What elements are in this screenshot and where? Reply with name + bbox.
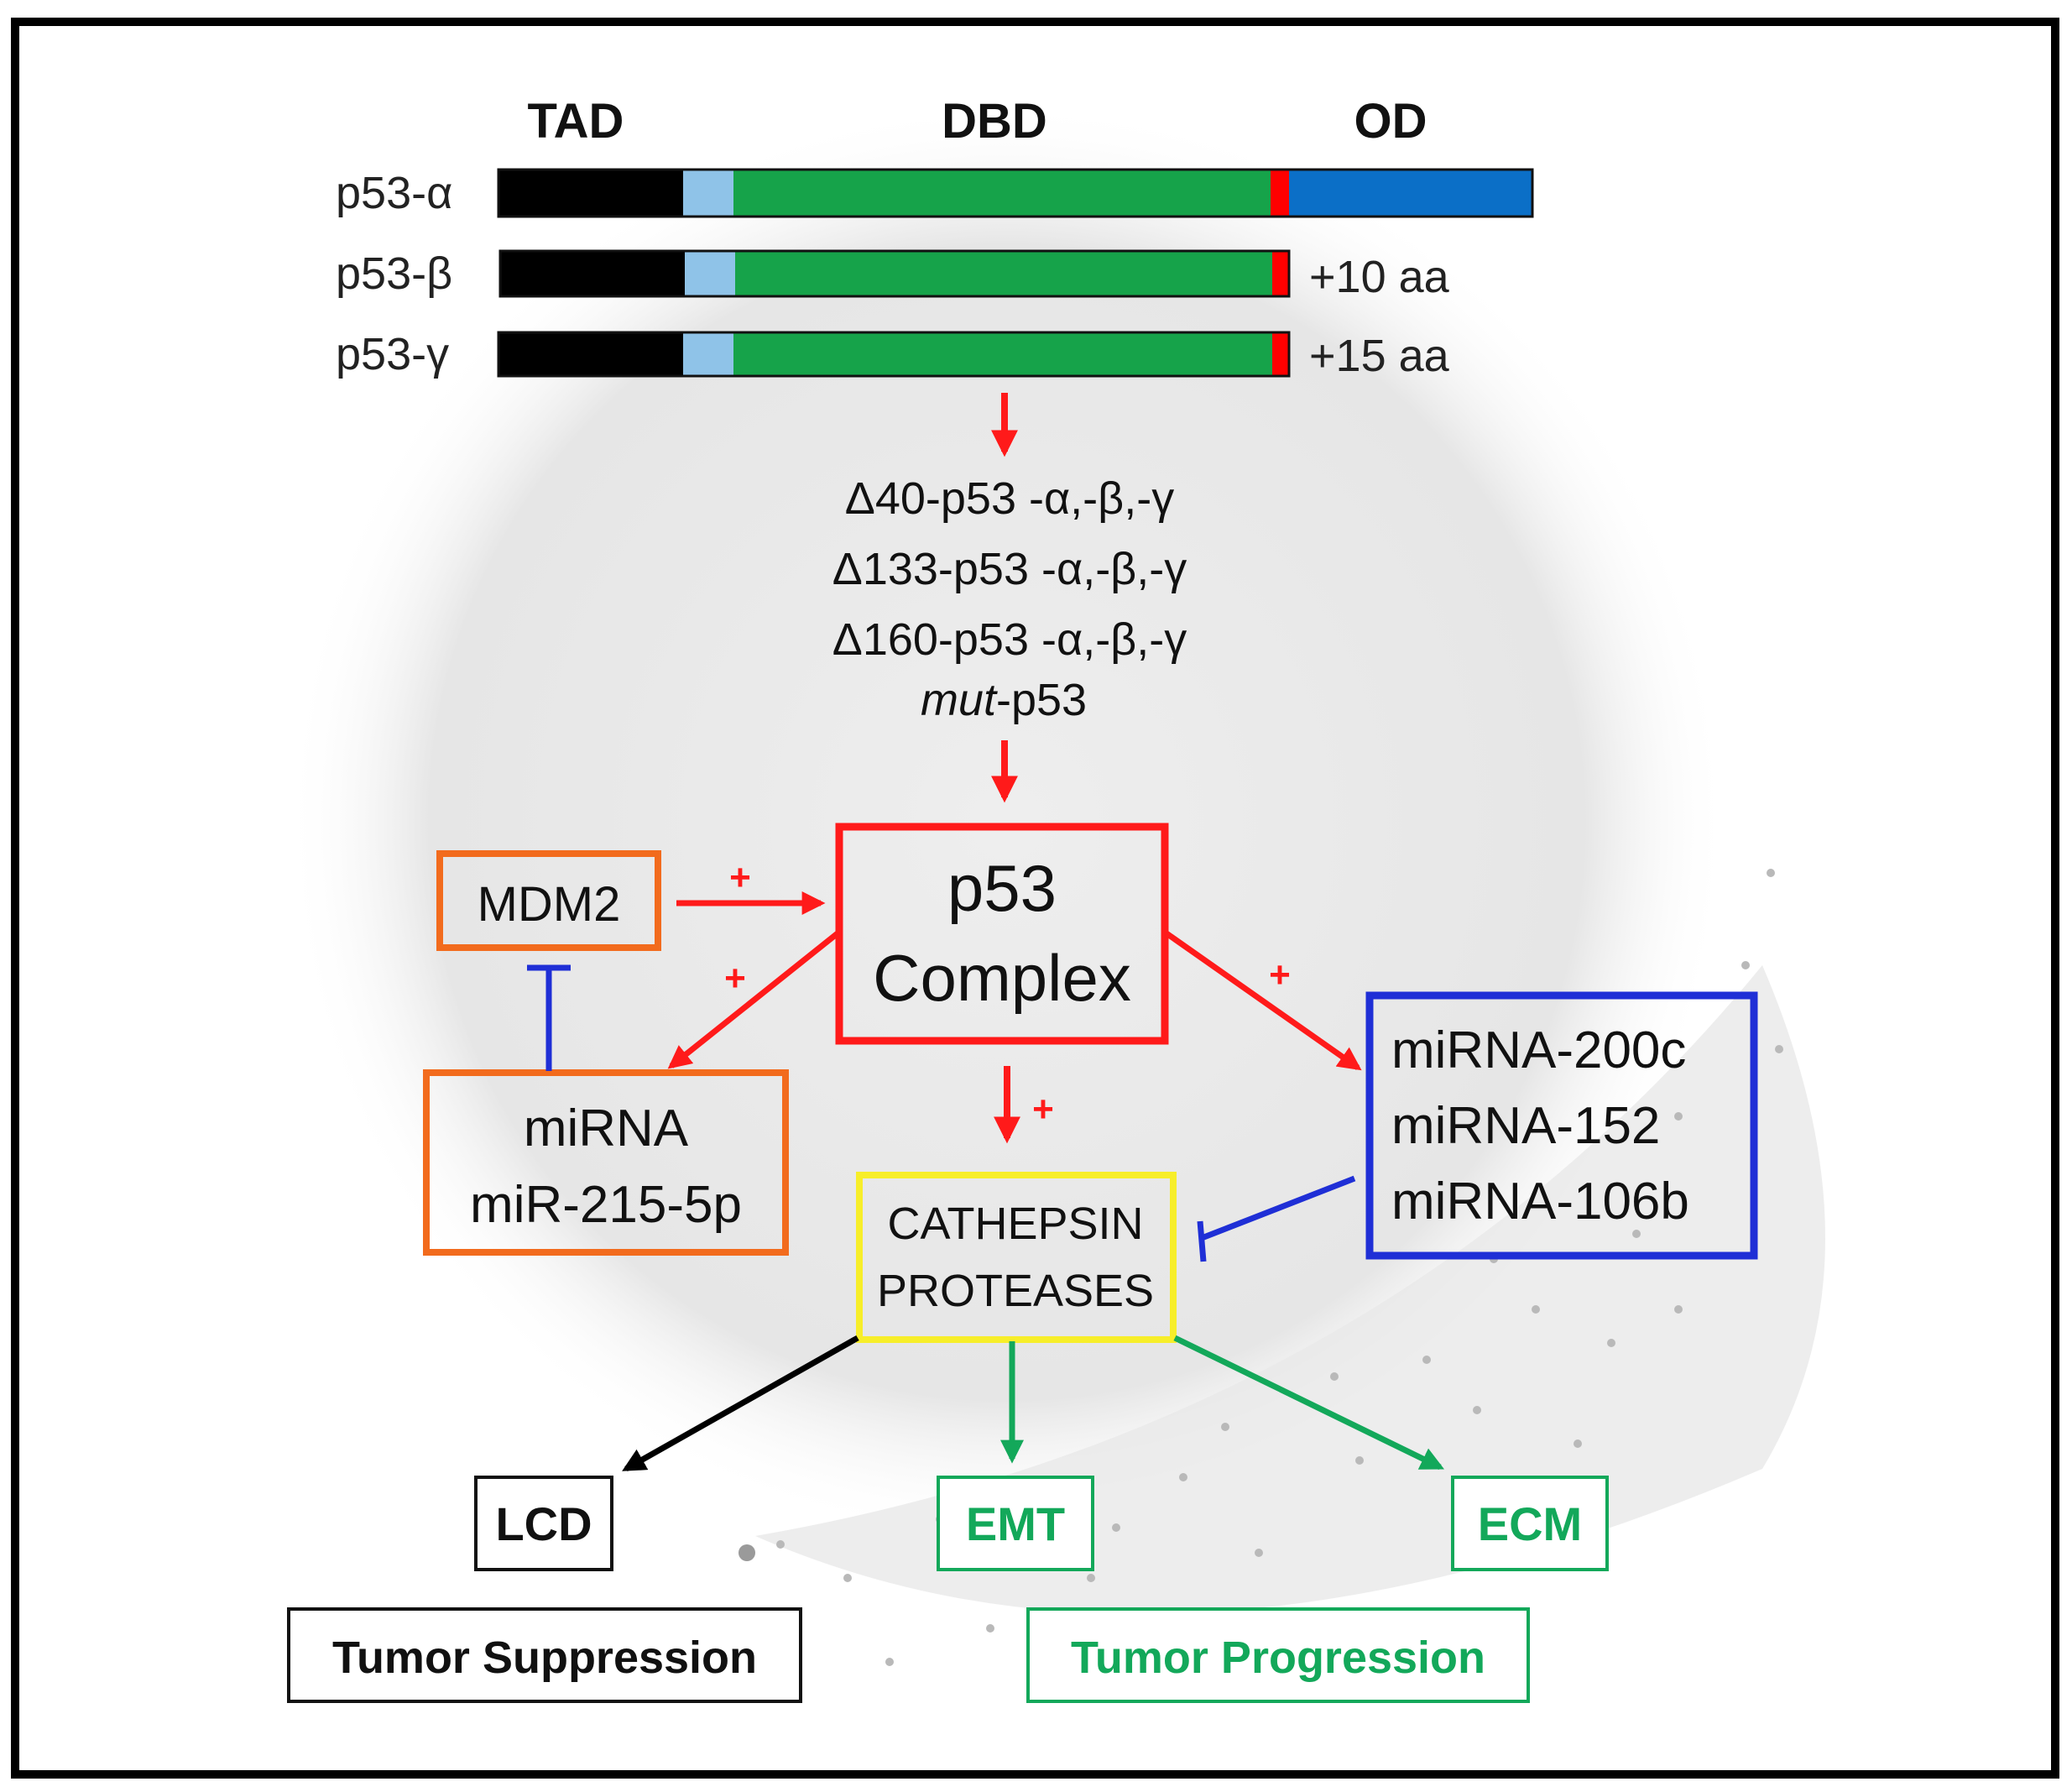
mirna-left-box xyxy=(423,1069,789,1256)
mirna-right-box xyxy=(1365,991,1758,1260)
mirna-right-line2: miRNA-152 xyxy=(1391,1097,1660,1155)
cathepsin-box xyxy=(856,1172,1177,1343)
isoform-label-gamma: p53-γ xyxy=(336,329,449,379)
domain-label-tad: TAD xyxy=(528,94,624,149)
domain-label-dbd: DBD xyxy=(942,94,1047,149)
arrow-cathepsin-to-lcd xyxy=(622,1335,859,1472)
mirna-right-line1: miRNA-200c xyxy=(1391,1021,1686,1079)
variant-delta160: Δ160-p53 -α,-β,-γ xyxy=(832,614,1187,665)
isoform-suffix-gamma: +15 aa xyxy=(1309,331,1450,381)
plus-sign-mdm2: + xyxy=(729,857,751,898)
tumor-suppression-label: Tumor Suppression xyxy=(332,1633,757,1683)
domain-label-od: OD xyxy=(1354,94,1427,149)
ecm-box xyxy=(1451,1476,1609,1571)
cathepsin-line1: CATHEPSIN xyxy=(887,1199,1143,1249)
mdm2-label: MDM2 xyxy=(478,877,621,932)
mirna-left-line1: miRNA xyxy=(524,1100,689,1157)
plus-sign-mirna-left: + xyxy=(724,958,746,999)
isoform-label-alpha: p53-α xyxy=(336,168,452,218)
tumor-progression-box xyxy=(1026,1607,1530,1703)
variant-delta133: Δ133-p53 -α,-β,-γ xyxy=(832,544,1187,594)
tumor-progression-label: Tumor Progression xyxy=(1071,1633,1485,1683)
arrow-complex-to-mirna-left xyxy=(667,931,840,1069)
variant-mutant: mut-p53 xyxy=(921,675,1087,725)
isoform-bar-beta xyxy=(498,249,1291,298)
arrow-complex-to-mirna-right xyxy=(1164,931,1362,1071)
ecm-label: ECM xyxy=(1478,1497,1582,1550)
lcd-label: LCD xyxy=(495,1497,592,1550)
mirna-left-line2: miR-215-5p xyxy=(470,1176,742,1234)
p53-complex-line1: p53 xyxy=(947,851,1057,925)
variant-delta40: Δ40-p53 -α,-β,-γ xyxy=(845,473,1174,524)
arrow-cathepsin-to-ecm xyxy=(1173,1335,1445,1471)
isoform-label-beta: p53-β xyxy=(336,248,452,299)
inhibition-mirna-to-mdm2 xyxy=(527,964,571,1071)
isoform-bar-alpha xyxy=(497,168,1534,218)
isoform-suffix-beta: +10 aa xyxy=(1309,252,1450,302)
plus-sign-mirna-right: + xyxy=(1269,954,1291,995)
mdm2-box xyxy=(436,850,661,951)
isoform-bar-gamma xyxy=(497,331,1291,378)
tumor-suppression-box xyxy=(287,1607,802,1703)
cathepsin-line2: PROTEASES xyxy=(877,1266,1154,1316)
emt-label: EMT xyxy=(966,1497,1065,1550)
p53-complex-box xyxy=(835,823,1169,1045)
plus-sign-cathepsin: + xyxy=(1032,1089,1054,1130)
mirna-right-line3: miRNA-106b xyxy=(1391,1173,1689,1230)
lcd-box xyxy=(474,1476,613,1571)
p53-complex-line2: Complex xyxy=(873,941,1131,1015)
inhibition-mirna-to-cathepsin xyxy=(1197,1175,1356,1262)
emt-box xyxy=(937,1476,1094,1571)
